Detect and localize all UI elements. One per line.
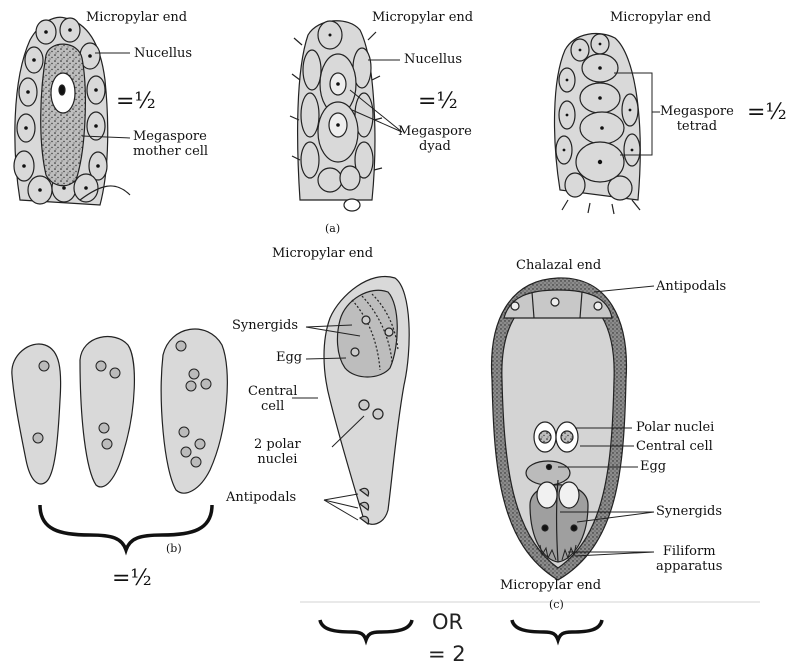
c-filiform-label: Filiform apparatus — [656, 544, 722, 574]
middle-egg-label: Egg — [276, 350, 302, 365]
bottom-score: = 2 — [428, 642, 466, 666]
middle-embryo-sac — [324, 276, 409, 524]
stage3-score: =½ — [747, 100, 787, 125]
dyad-drawing — [298, 21, 375, 211]
bottom-brace-right — [512, 620, 602, 640]
panel-b-brace — [40, 505, 212, 550]
c-synergids-label: Synergids — [656, 504, 722, 519]
stage3-micropylar-label: Micropylar end — [610, 10, 711, 25]
stage1-score: =½ — [116, 89, 156, 114]
bottom-brace-left — [320, 620, 412, 640]
stage2-score: =½ — [418, 89, 458, 114]
stage2-nucellus-label: Nucellus — [404, 52, 462, 67]
middle-antipodals-label: Antipodals — [226, 490, 296, 505]
stage3-tetrad-label: Megaspore tetrad — [660, 104, 734, 134]
stage2-micropylar-label: Micropylar end — [372, 10, 473, 25]
panel-b-score: =½ — [112, 566, 152, 591]
tetrad-drawing — [555, 34, 641, 200]
c-micropylar-label: Micropylar end — [500, 578, 601, 593]
panel-a-caption: (a) — [325, 222, 340, 235]
stage1-nucellus-label: Nucellus — [134, 46, 192, 61]
panel-b-cells — [12, 329, 227, 493]
mature-embryo-sac — [492, 278, 627, 580]
tetrad-hairs — [562, 200, 640, 214]
middle-synergids-label: Synergids — [232, 318, 298, 333]
panel-c-caption: (c) — [549, 598, 564, 611]
chalazal-end-label: Chalazal end — [516, 258, 601, 273]
middle-polar-nuclei-label: 2 polar nuclei — [254, 437, 301, 467]
c-antipodals-label: Antipodals — [656, 279, 726, 294]
c-egg-label: Egg — [640, 459, 666, 474]
or-label: OR — [432, 610, 463, 634]
stage1-micropylar-label: Micropylar end — [86, 10, 187, 25]
panel-b-caption: (b) — [166, 542, 182, 555]
mmc-nucellus-drawing — [14, 17, 130, 205]
middle-central-cell-label: Central cell — [248, 384, 297, 414]
middle-micropylar-label: Micropylar end — [272, 246, 373, 261]
c-polar-nuclei-label: Polar nuclei — [636, 420, 714, 435]
stage2-dyad-label: Megaspore dyad — [398, 124, 472, 154]
c-central-cell-label: Central cell — [636, 439, 713, 454]
stage1-mmc-label: Megaspore mother cell — [133, 129, 208, 159]
